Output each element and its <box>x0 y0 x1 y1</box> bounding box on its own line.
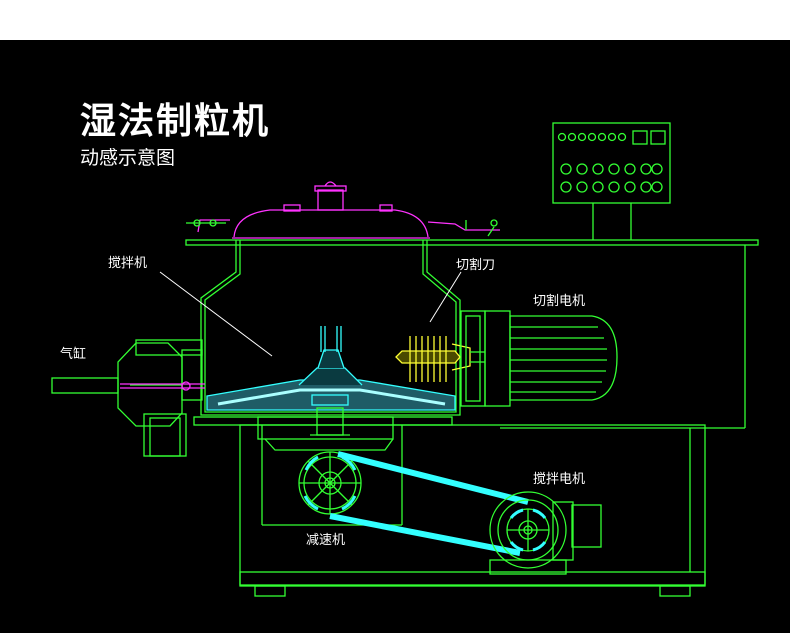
label-cylinder: 气缸 <box>60 347 87 362</box>
diagram-title: 湿法制粒机 <box>80 101 271 142</box>
control-panel <box>552 122 671 240</box>
discharge-piston <box>120 381 205 391</box>
cutting-motor <box>509 315 618 401</box>
stirring-motor <box>489 491 602 575</box>
stirring-motor-pulley <box>506 508 550 552</box>
control-panel-buttons-row2 <box>560 163 663 175</box>
bowl-lid <box>197 181 500 239</box>
label-agitator: 搅拌机 <box>108 256 148 271</box>
diagram-subtitle: 动感示意图 <box>80 147 176 169</box>
mixing-bowl <box>200 240 461 451</box>
drive-belt <box>329 451 529 556</box>
leader-lines <box>159 271 462 357</box>
impeller-shaft <box>310 407 350 436</box>
label-cutting-motor: 切割电机 <box>533 294 586 309</box>
control-panel-buttons-row3 <box>560 181 663 193</box>
cutter-blade <box>395 336 471 382</box>
lid-hinges <box>186 219 498 237</box>
label-stirring-motor: 搅拌电机 <box>533 472 586 487</box>
granulator-drawing <box>51 122 759 597</box>
machine-frame <box>185 239 759 597</box>
cutter-housing <box>460 310 511 407</box>
reducer-pulley-rim <box>303 455 357 511</box>
label-cutter: 切割刀 <box>456 258 496 273</box>
impeller <box>206 326 456 411</box>
stirring-pulley-rim <box>509 508 547 552</box>
diagram-canvas: 湿法制粒机 动感示意图 搅拌机 切割刀 切割电机 气缸 搅拌电机 减速机 <box>0 40 790 633</box>
label-reducer: 减速机 <box>306 533 346 548</box>
control-panel-buttons-row1 <box>557 130 666 145</box>
discharge-cylinder <box>51 339 203 457</box>
reducer-pulley <box>298 451 362 515</box>
